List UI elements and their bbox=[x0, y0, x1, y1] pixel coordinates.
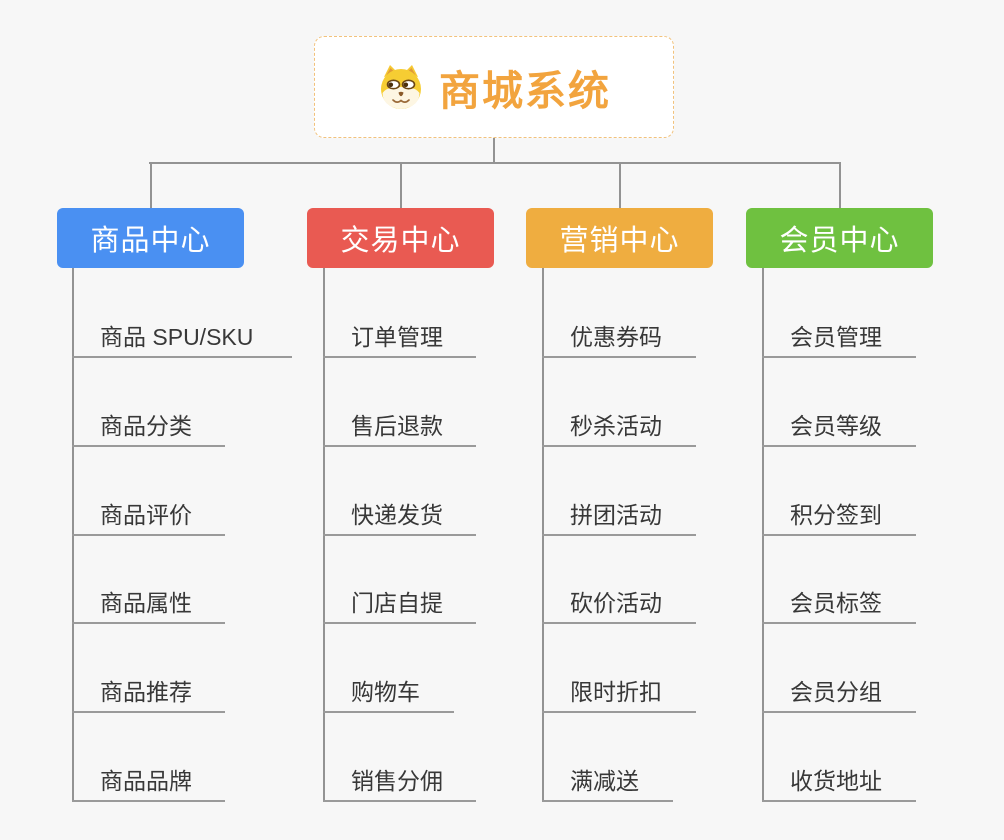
root-node[interactable]: 商城系统 bbox=[314, 36, 674, 138]
leaf-node[interactable]: 购物车 bbox=[323, 673, 454, 713]
leaf-node[interactable]: 商品评价 bbox=[72, 496, 225, 536]
leaf-node[interactable]: 限时折扣 bbox=[542, 673, 696, 713]
connector-root-stem bbox=[493, 138, 495, 164]
leaf-node[interactable]: 商品属性 bbox=[72, 584, 225, 624]
connector-main-horizontal bbox=[149, 162, 841, 164]
branch-node-4[interactable]: 会员中心 bbox=[746, 208, 933, 268]
leaf-node[interactable]: 优惠券码 bbox=[542, 318, 696, 358]
leaf-node[interactable]: 积分签到 bbox=[762, 496, 916, 536]
leaf-node[interactable]: 销售分佣 bbox=[323, 762, 476, 802]
leaf-node[interactable]: 商品推荐 bbox=[72, 673, 225, 713]
leaf-node[interactable]: 会员管理 bbox=[762, 318, 916, 358]
leaf-node[interactable]: 商品 SPU/SKU bbox=[72, 318, 292, 358]
branch-node-2[interactable]: 交易中心 bbox=[307, 208, 494, 268]
leaf-node[interactable]: 会员标签 bbox=[762, 584, 916, 624]
leaf-node[interactable]: 会员等级 bbox=[762, 407, 916, 447]
leaf-node[interactable]: 秒杀活动 bbox=[542, 407, 696, 447]
connector-branch-drop bbox=[839, 162, 841, 208]
leaf-node[interactable]: 会员分组 bbox=[762, 673, 916, 713]
leaf-node[interactable]: 砍价活动 bbox=[542, 584, 696, 624]
leaf-node[interactable]: 满减送 bbox=[542, 762, 673, 802]
connector-branch-drop bbox=[400, 162, 402, 208]
leaf-node[interactable]: 商品分类 bbox=[72, 407, 225, 447]
leaf-node[interactable]: 售后退款 bbox=[323, 407, 476, 447]
leaf-node[interactable]: 拼团活动 bbox=[542, 496, 696, 536]
branch-node-3[interactable]: 营销中心 bbox=[526, 208, 713, 268]
leaf-node[interactable]: 快递发货 bbox=[323, 496, 476, 536]
leaf-node[interactable]: 收货地址 bbox=[762, 762, 916, 802]
shiba-dog-icon bbox=[381, 65, 421, 109]
leaf-node[interactable]: 商品品牌 bbox=[72, 762, 225, 802]
root-title: 商城系统 bbox=[439, 68, 611, 114]
leaf-node[interactable]: 订单管理 bbox=[323, 318, 476, 358]
branch-node-1[interactable]: 商品中心 bbox=[57, 208, 244, 268]
connector-branch-drop bbox=[619, 162, 621, 208]
leaf-node[interactable]: 门店自提 bbox=[323, 584, 476, 624]
connector-branch-drop bbox=[150, 162, 152, 208]
